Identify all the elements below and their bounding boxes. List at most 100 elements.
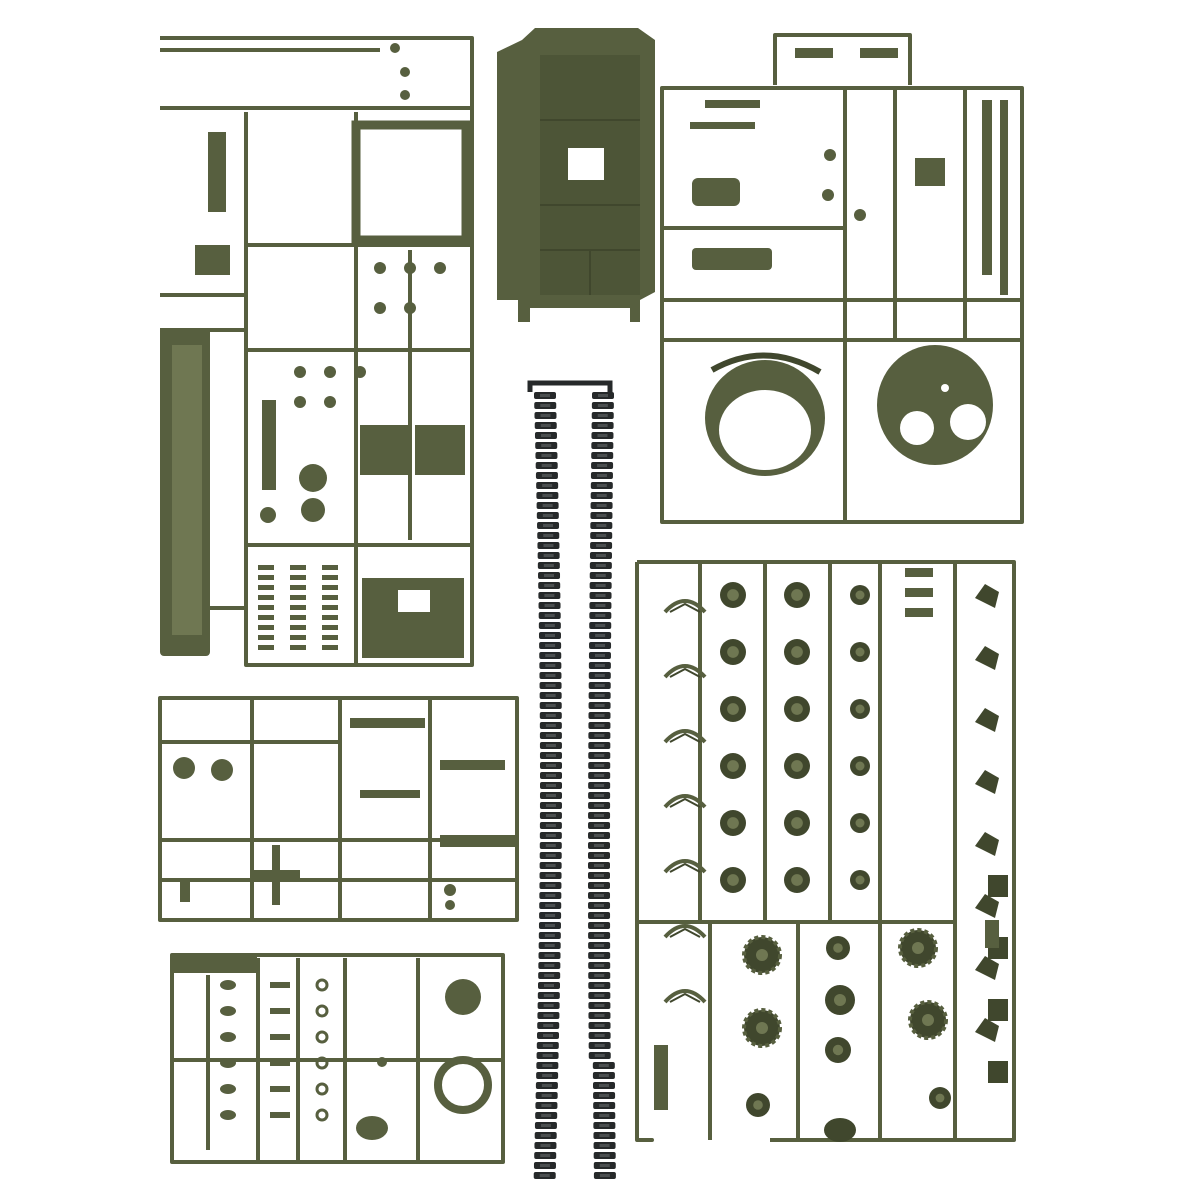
track-link-guide [544, 964, 555, 967]
track-link-guide [595, 594, 606, 597]
small-part [220, 1032, 236, 1042]
road-wheel-hub [855, 761, 865, 771]
small-part [290, 585, 306, 590]
small-ring-part [315, 1108, 329, 1122]
track-link-guide [539, 1174, 550, 1177]
round-part [400, 90, 410, 100]
small-part [290, 635, 306, 640]
panel-part [440, 760, 505, 770]
small-part [270, 1060, 290, 1066]
sprue-runner [172, 958, 503, 1160]
wheel-hub [935, 1093, 945, 1103]
track-link-guide [544, 974, 555, 977]
small-part [270, 1008, 290, 1014]
bogie-arm-part [663, 599, 707, 614]
bar-part [985, 920, 999, 948]
hull-tub-panel-line [540, 119, 640, 295]
pin-part [854, 209, 866, 221]
track-link-guide [596, 544, 607, 547]
round-part [400, 67, 410, 77]
small-part [322, 595, 338, 600]
drive-sprocket-hub [922, 1014, 934, 1026]
middle-left-parts [173, 718, 515, 910]
track-link-guide [541, 454, 552, 457]
small-part [258, 605, 274, 610]
bottom-left-small-parts [220, 978, 329, 1122]
round-part [173, 757, 195, 779]
track-link-guide [597, 464, 608, 467]
track-link-guide [542, 504, 553, 507]
small-part [220, 980, 236, 990]
small-part [258, 645, 274, 650]
small-part [290, 595, 306, 600]
gearbox-part [692, 248, 772, 270]
bogie-block-part [988, 1061, 1008, 1083]
track-link-guide [594, 754, 605, 757]
track-link-guide [595, 584, 606, 587]
track-link-guide [596, 474, 607, 477]
bogie-arm-detail [669, 862, 701, 873]
track-link-guide [599, 1164, 610, 1167]
track-link-guide [597, 424, 608, 427]
track-link-guide [544, 924, 555, 927]
small-part [270, 1112, 290, 1118]
small-part [290, 625, 306, 630]
track-link-guide [595, 634, 606, 637]
track-link-guide [545, 744, 556, 747]
track-link-guide [545, 814, 556, 817]
track-link-guide [598, 1074, 609, 1077]
track-link-guide [594, 794, 605, 797]
track-link-guide [594, 894, 605, 897]
small-part [322, 605, 338, 610]
turret-ring-inner [719, 390, 811, 470]
wheel-hub [753, 1100, 763, 1110]
track-link-guide [594, 844, 605, 847]
bogie-arm-part [663, 664, 707, 679]
track-link-guide [545, 834, 556, 837]
turret-shell-hole [950, 404, 986, 440]
track-link-guide [540, 1124, 551, 1127]
track-link-guide [544, 614, 555, 617]
panel-part [350, 718, 425, 728]
spring-part [905, 568, 933, 577]
track-link-guide [595, 564, 606, 567]
bracket-part [180, 880, 190, 902]
bar-part [262, 400, 276, 490]
small-part [270, 982, 290, 988]
bogie-arm-part [663, 859, 707, 874]
track-link-guide [545, 804, 556, 807]
track-link-guide [545, 884, 556, 887]
bogie-part [975, 1018, 999, 1042]
small-round-part [434, 262, 446, 274]
track-link-guide [545, 854, 556, 857]
round-part [211, 759, 233, 781]
engine-deck-window [398, 590, 430, 612]
track-link-guide [542, 1044, 553, 1047]
round-part [301, 498, 325, 522]
track-link-guide [594, 744, 605, 747]
track-link-guide [594, 684, 605, 687]
small-part [290, 645, 306, 650]
track-link-guide [543, 994, 554, 997]
track-link-guide [598, 1064, 609, 1067]
small-part [322, 635, 338, 640]
panel-part [360, 790, 420, 798]
small-part [220, 1058, 236, 1068]
sprue-frame-upper-left [160, 36, 474, 667]
hatch-plate-part [415, 425, 465, 475]
small-part [258, 585, 274, 590]
track-link-guide [545, 914, 556, 917]
wheel-hub [832, 1044, 844, 1056]
bogie-arm-detail [669, 927, 701, 938]
small-round-part [324, 366, 336, 378]
track-link-guide [543, 1034, 554, 1037]
small-part [290, 565, 306, 570]
track-link-guide [545, 684, 556, 687]
track-link-guide [545, 674, 556, 677]
track-link-guide [597, 444, 608, 447]
cupola-ring [434, 1056, 492, 1114]
road-wheel-hub [727, 874, 739, 886]
road-wheel-hub [855, 875, 865, 885]
track-link-guide [594, 864, 605, 867]
track-link-guide [594, 944, 605, 947]
